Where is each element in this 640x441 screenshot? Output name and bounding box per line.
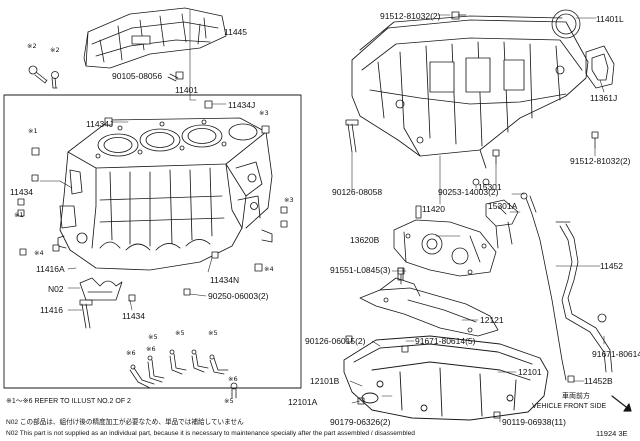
marker-4-a: ※4 <box>34 249 44 257</box>
note-en: N02 This part is not supplied as an indi… <box>6 430 415 437</box>
clamps-group <box>129 349 238 399</box>
label-11401L[interactable]: 11401L <box>596 14 624 24</box>
pan-bolts <box>345 267 575 419</box>
gauge-guide-11452 <box>555 221 613 373</box>
marker-5-d: ※5 <box>224 397 234 405</box>
bearing-cap-N02 <box>79 277 123 301</box>
label-11416[interactable]: 11416 <box>40 305 64 315</box>
label-11401[interactable]: 11401 <box>175 85 199 95</box>
label-12101A[interactable]: 12101A <box>288 397 318 407</box>
leaders-crankcase <box>351 14 605 205</box>
label-12101[interactable]: 12101 <box>518 367 542 377</box>
label-11452[interactable]: 11452 <box>600 261 624 271</box>
label-91671-80614-5[interactable]: 91671-80614(5) <box>415 336 476 346</box>
label-12121[interactable]: 12121 <box>480 315 504 325</box>
marker-6-c: ※6 <box>228 375 238 383</box>
label-15301[interactable]: 15301 <box>478 182 502 192</box>
cylinder-block-11401 <box>57 117 273 271</box>
label-91512-81032-top[interactable]: 91512-81032(2) <box>380 11 441 21</box>
label-90105-08056[interactable]: 90105-08056 <box>112 71 163 81</box>
plugs-and-pins <box>17 100 288 302</box>
oil-seal-11401L <box>551 9 581 39</box>
label-11416A[interactable]: 11416A <box>36 264 65 274</box>
marker-2-a: ※2 <box>27 42 37 50</box>
marker-1-b: ※1 <box>14 211 24 219</box>
marker-3-a: ※3 <box>259 109 269 117</box>
oil-pump-13620B <box>393 205 497 281</box>
marker-2-b: ※2 <box>50 46 60 54</box>
marker-4-b: ※4 <box>264 265 274 273</box>
bolts-crankcase <box>345 11 599 186</box>
marker-6-b: ※6 <box>146 345 156 353</box>
direction-jp: 車両前方 <box>562 393 590 400</box>
pump-bracket <box>485 199 519 249</box>
leaders-pan <box>349 193 605 423</box>
marker-5-c: ※5 <box>208 329 218 337</box>
marker-5-b: ※5 <box>175 329 185 337</box>
label-90179-06326[interactable]: 90179-06326(2) <box>330 417 391 427</box>
direction-en: VEHICLE FRONT SIDE <box>532 403 607 410</box>
label-N02[interactable]: N02 <box>48 284 64 294</box>
block-group-frame <box>3 94 302 389</box>
label-11361J[interactable]: 11361J <box>590 93 618 103</box>
marker-5-a: ※5 <box>148 333 158 341</box>
label-11420[interactable]: 11420 <box>422 204 446 214</box>
label-11434J-right[interactable]: 11434J <box>228 100 256 110</box>
label-15301A[interactable]: 15301A <box>488 201 518 211</box>
bolts-marker-2 <box>28 65 59 89</box>
note-refer: ※1～※6 REFER TO ILLUST NO.2 OF 2 <box>6 398 131 405</box>
timing-cover-11445 <box>83 7 227 69</box>
label-12101B[interactable]: 12101B <box>310 376 340 386</box>
dipstick-15301 <box>520 192 567 381</box>
arrow-icon <box>611 395 632 412</box>
marker-1-a: ※1 <box>28 127 38 135</box>
label-11452B[interactable]: 11452B <box>584 376 613 386</box>
marker-3-b: ※3 <box>284 196 294 204</box>
label-11434-left[interactable]: 11434 <box>10 187 34 197</box>
note-jp: N02 この部品は、組付け後の精度加工が必要なため、単品では補給していません <box>6 419 244 426</box>
crankcase-11420 <box>351 15 589 169</box>
label-91551-L0845[interactable]: 91551-L0845(3) <box>330 265 391 275</box>
label-90126-08058[interactable]: 90126-08058 <box>332 187 383 197</box>
leaders-block <box>39 9 227 311</box>
label-91671-80614[interactable]: 91671-80614 <box>592 349 640 359</box>
label-90119-06938[interactable]: 90119-06938(11) <box>502 417 566 427</box>
label-90126-06015[interactable]: 90126-06015(2) <box>305 336 366 346</box>
label-91512-81032-right[interactable]: 91512-81032(2) <box>570 156 631 166</box>
bolt-11416 <box>79 299 93 329</box>
label-11434N[interactable]: 11434N <box>210 275 240 285</box>
diagram-id: 11924 3E <box>596 429 628 438</box>
label-11434-bottom[interactable]: 11434 <box>122 311 146 321</box>
baffle-12121 <box>359 277 499 337</box>
label-90250-06003[interactable]: 90250-06003(2) <box>208 291 269 301</box>
label-90253-14003[interactable]: 90253-14003(2) <box>438 187 499 197</box>
bolt-90105-08056 <box>167 71 184 82</box>
label-11434J-left[interactable]: 11434J <box>86 119 114 129</box>
label-13620B[interactable]: 13620B <box>350 235 380 245</box>
label-11445[interactable]: 11445 <box>224 27 248 37</box>
marker-6-a: ※6 <box>126 349 136 357</box>
oil-pan-12101 <box>343 335 549 421</box>
retainer-11361J <box>585 45 615 89</box>
